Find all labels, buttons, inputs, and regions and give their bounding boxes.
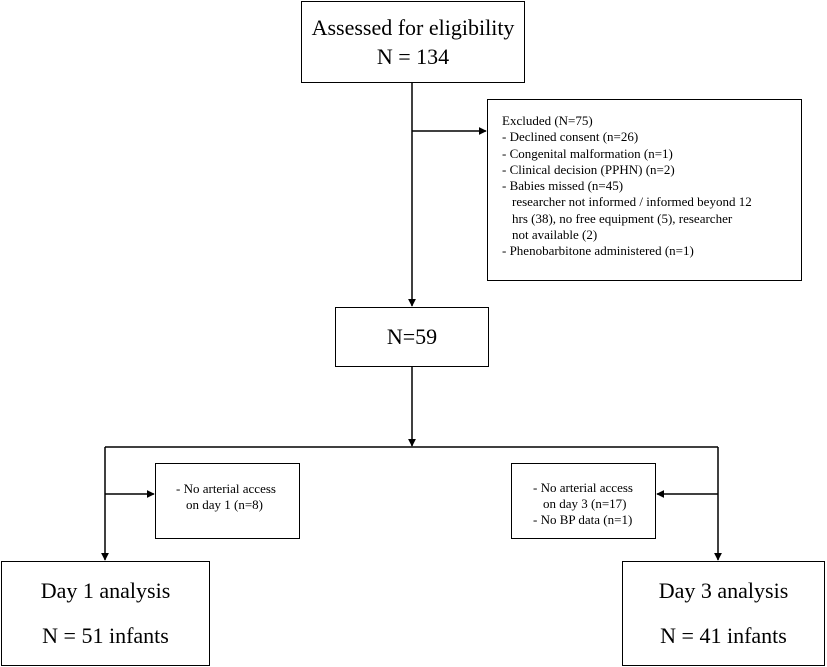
day1-analysis-title: Day 1 analysis <box>40 578 171 603</box>
assessed-box: Assessed for eligibility N = 134 <box>301 1 525 83</box>
day1-exclusion-line: on day 1 (n=8) <box>186 497 264 512</box>
missed-detail-line: hrs (38), no free equipment (5), researc… <box>512 210 733 226</box>
assessed-count: N = 134 <box>376 44 450 69</box>
excluded-item: - Babies missed (n=45) <box>502 178 624 194</box>
day3-analysis-count: N = 41 infants <box>660 623 787 648</box>
excluded-item: - Congenital malformation (n=1) <box>502 145 673 161</box>
missed-detail-line: researcher not informed / informed beyon… <box>512 194 752 210</box>
excluded-box: Excluded (N=75) - Declined consent (n=26… <box>487 99 802 281</box>
day1-exclusion-box: - No arterial access on day 1 (n=8) <box>155 463 300 539</box>
day3-exclusion-line: - No arterial access <box>533 480 633 495</box>
day3-exclusion-box: - No arterial access on day 3 (n=17) - N… <box>511 463 656 539</box>
excluded-item: - Phenobarbitone administered (n=1) <box>502 243 694 259</box>
day3-exclusion-line: - No BP data (n=1) <box>533 512 633 527</box>
assessed-title: Assessed for eligibility <box>311 15 515 40</box>
excluded-title: Excluded (N=75) <box>502 113 593 128</box>
day1-analysis-box: Day 1 analysis N = 51 infants <box>1 561 210 666</box>
enrolled-box: N=59 <box>335 307 489 367</box>
day3-analysis-title: Day 3 analysis <box>658 578 789 603</box>
excluded-item: - Declined consent (n=26) <box>502 129 639 145</box>
day3-exclusion-line: on day 3 (n=17) <box>543 496 627 511</box>
missed-detail-line: not available (2) <box>512 227 598 243</box>
day1-exclusion-line: - No arterial access <box>176 481 276 496</box>
day1-analysis-count: N = 51 infants <box>42 623 169 648</box>
day3-analysis-box: Day 3 analysis N = 41 infants <box>622 561 825 666</box>
enrolled-count: N=59 <box>386 324 438 349</box>
excluded-item: - Clinical decision (PPHN) (n=2) <box>502 161 675 177</box>
